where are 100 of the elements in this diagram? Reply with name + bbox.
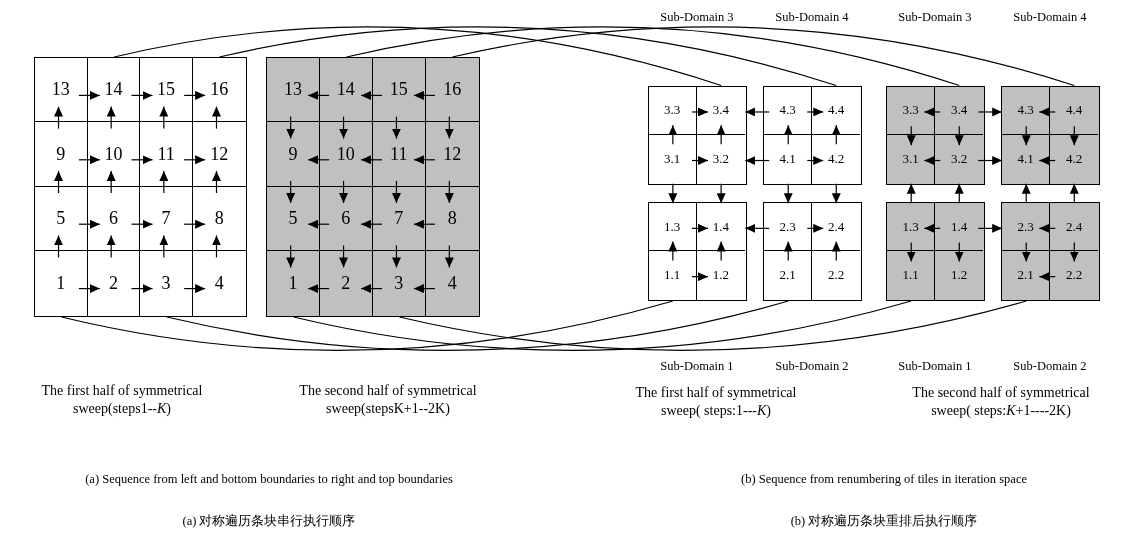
cell-number: 6 [108,208,118,229]
arrow [716,183,726,204]
panel-caption: The second half of symmetrical sweep( steps:K+1----2K) [911,384,1091,419]
cell-number: 4.3 [779,102,796,119]
arrow [413,90,436,100]
arrow [716,240,726,262]
grid-cell [319,186,373,252]
arrow [106,234,116,258]
arrow [691,272,709,282]
panel-caption: The second half of symmetrical sweep(stepsK+1--2K) [298,382,478,417]
cell-number: 2.1 [1017,267,1034,284]
subdomain-label: Sub-Domain 2 [774,359,850,375]
grid-cell [319,122,373,187]
arrow [211,170,221,194]
cell-number: 3.3 [664,102,681,119]
cell-number: 4.4 [827,102,845,119]
panel-caption: The first half of symmetrical sweep( steps:1---K) [634,384,798,419]
arrow [211,234,221,258]
grid-cell [1002,86,1051,136]
grid-cell [35,186,88,252]
connector-curve [451,26,1075,87]
arrow [1038,107,1056,117]
arrow [444,180,454,204]
tile-grid [34,57,247,317]
arrow [954,125,964,146]
arrow [78,284,101,294]
subdomain-box [886,85,985,185]
cell-number: 7 [161,208,171,229]
cell-number: 7 [394,208,404,229]
grid-cell [372,186,426,252]
subdomain-box [886,202,985,301]
cell-number: 3.3 [902,102,919,119]
arrow [923,107,941,117]
connector-curve [345,26,960,87]
cell-number: 4 [214,272,224,294]
arrow [1021,241,1031,263]
arrow [923,223,941,233]
arrow [159,106,169,130]
cell-number: 9 [56,143,66,165]
cell-number: 4 [447,272,457,294]
cell-number: 2.3 [1017,218,1034,235]
arrow [286,180,296,204]
arrow [339,244,349,268]
cell-number: 1.4 [712,218,730,235]
arrow [307,90,330,100]
arrow [783,124,793,145]
arrow [183,284,206,294]
cell-number: 4.2 [1065,151,1083,168]
cell-number: 1.1 [664,267,681,284]
arrow [391,180,401,204]
grid-cell [35,58,88,123]
grid-cell [764,203,813,252]
grid-cell [887,203,936,252]
arrow [906,125,916,146]
grid-cell [648,203,697,252]
grid-cell [267,58,320,123]
grid-cell [372,122,426,187]
cell-number: 12 [443,143,462,165]
cell-number: 1.4 [950,218,968,235]
grid-cell [35,122,88,187]
cell-number: 2.4 [1065,218,1083,235]
arrow [923,156,941,166]
subdomain-label: Sub-Domain 4 [774,10,850,26]
connector-curve [113,26,722,87]
arrow [360,284,383,294]
cell-number: 4.2 [827,151,845,168]
subdomain-label: Sub-Domain 4 [1012,10,1088,26]
arrow [1038,223,1056,233]
cell-number: 2.3 [779,218,796,235]
arrow [307,219,330,229]
arrow [360,219,383,229]
cell-number: 10 [104,143,123,165]
arrow [391,244,401,268]
arrow [307,155,330,165]
arrow [54,170,64,194]
cell-number: 10 [336,143,355,165]
arrow [159,234,169,258]
subdomain-label: Sub-Domain 2 [1012,359,1088,375]
arrow [906,241,916,263]
grid-cell [267,186,320,252]
grid-cell [372,58,426,123]
cell-number: 3.2 [950,151,968,168]
arrow [691,223,709,233]
arrow [360,155,383,165]
grid-cell [887,86,936,136]
cell-number: 1 [56,272,66,294]
connector-curve [218,26,837,87]
arrow [1038,272,1056,282]
cell-number: 6 [341,208,351,229]
arrow [806,223,824,233]
cell-number: 8 [214,208,224,229]
subdomain-label: Sub-Domain 1 [659,359,735,375]
arrow [954,183,964,204]
arrow [106,170,116,194]
figure-caption: (a) 对称遍历条块串行执行顺序 [181,514,357,530]
cell-number: 14 [104,79,123,101]
arrow [906,183,916,204]
arrow [668,183,678,204]
arrow [307,284,330,294]
tile-grid [266,57,480,317]
